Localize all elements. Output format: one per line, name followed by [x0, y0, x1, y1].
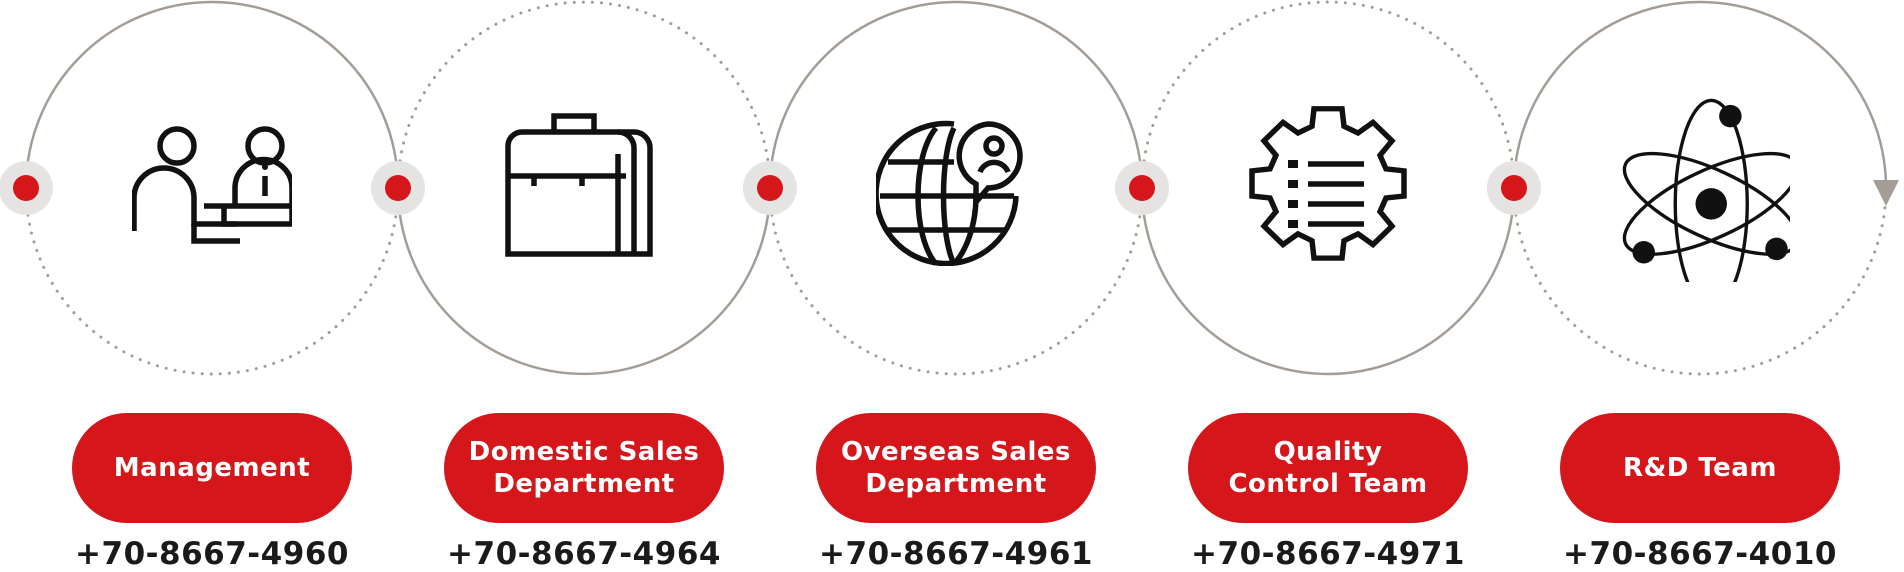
ring-solid-4: [1140, 187, 1516, 376]
ring-solid-1: [24, 0, 400, 189]
overseas-sales-button[interactable]: Overseas Sales Department: [816, 413, 1096, 523]
connector-dot-2: [371, 161, 425, 215]
management-button[interactable]: Management: [72, 413, 352, 523]
phone-number: +70-8667-4964: [447, 536, 721, 572]
reception-desk-icon: [132, 126, 292, 244]
ring-dotted-1: [24, 186, 400, 376]
connector-dot-4: [1115, 161, 1169, 215]
department-domestic-sales: Domestic Sales Department +70-8667-4964: [398, 0, 770, 572]
label-line-2: Department: [865, 469, 1047, 499]
phone-number: +70-8667-4971: [1191, 536, 1465, 572]
rnd-team-button[interactable]: R&D Team: [1560, 413, 1840, 523]
ring-solid-2: [396, 187, 772, 376]
label-line-2: Control Team: [1228, 469, 1428, 499]
ring-dotted-3: [768, 186, 1144, 376]
briefcase-icon: [505, 113, 653, 257]
label-line-1: R&D Team: [1623, 453, 1777, 483]
phone-number: +70-8667-4960: [75, 536, 349, 572]
label-line-1: Overseas Sales: [841, 437, 1071, 467]
department-management: Management +70-8667-4960: [26, 0, 398, 572]
ring-dotted-4: [1140, 0, 1516, 190]
flow-arrow-icon: [1873, 180, 1899, 206]
ring-solid-5: [1512, 0, 1888, 189]
connector-dot-3: [743, 161, 797, 215]
ring-dotted-2: [396, 0, 772, 190]
department-rnd: R&D Team +70-8667-4010: [1514, 0, 1886, 572]
label-line-1: Domestic Sales: [468, 437, 700, 467]
label-line-1: Management: [113, 453, 311, 483]
department-quality-control: Quality Control Team +70-8667-4971: [1142, 0, 1514, 572]
phone-number: +70-8667-4961: [819, 536, 1093, 572]
department-overseas-sales: Overseas Sales Department +70-8667-4961: [770, 0, 1142, 572]
atom-icon: [1622, 98, 1790, 282]
quality-control-button[interactable]: Quality Control Team: [1188, 413, 1468, 523]
label-line-1: Quality: [1273, 437, 1383, 467]
globe-user-icon: [876, 120, 1023, 266]
ring-dotted-5: [1512, 186, 1888, 376]
connector-dot-5: [1487, 161, 1541, 215]
connector-dot-1: [0, 161, 53, 215]
phone-number: +70-8667-4010: [1563, 536, 1837, 572]
gear-list-icon: [1249, 106, 1407, 261]
ring-solid-3: [768, 0, 1144, 189]
domestic-sales-button[interactable]: Domestic Sales Department: [444, 413, 724, 523]
label-line-2: Department: [493, 469, 675, 499]
